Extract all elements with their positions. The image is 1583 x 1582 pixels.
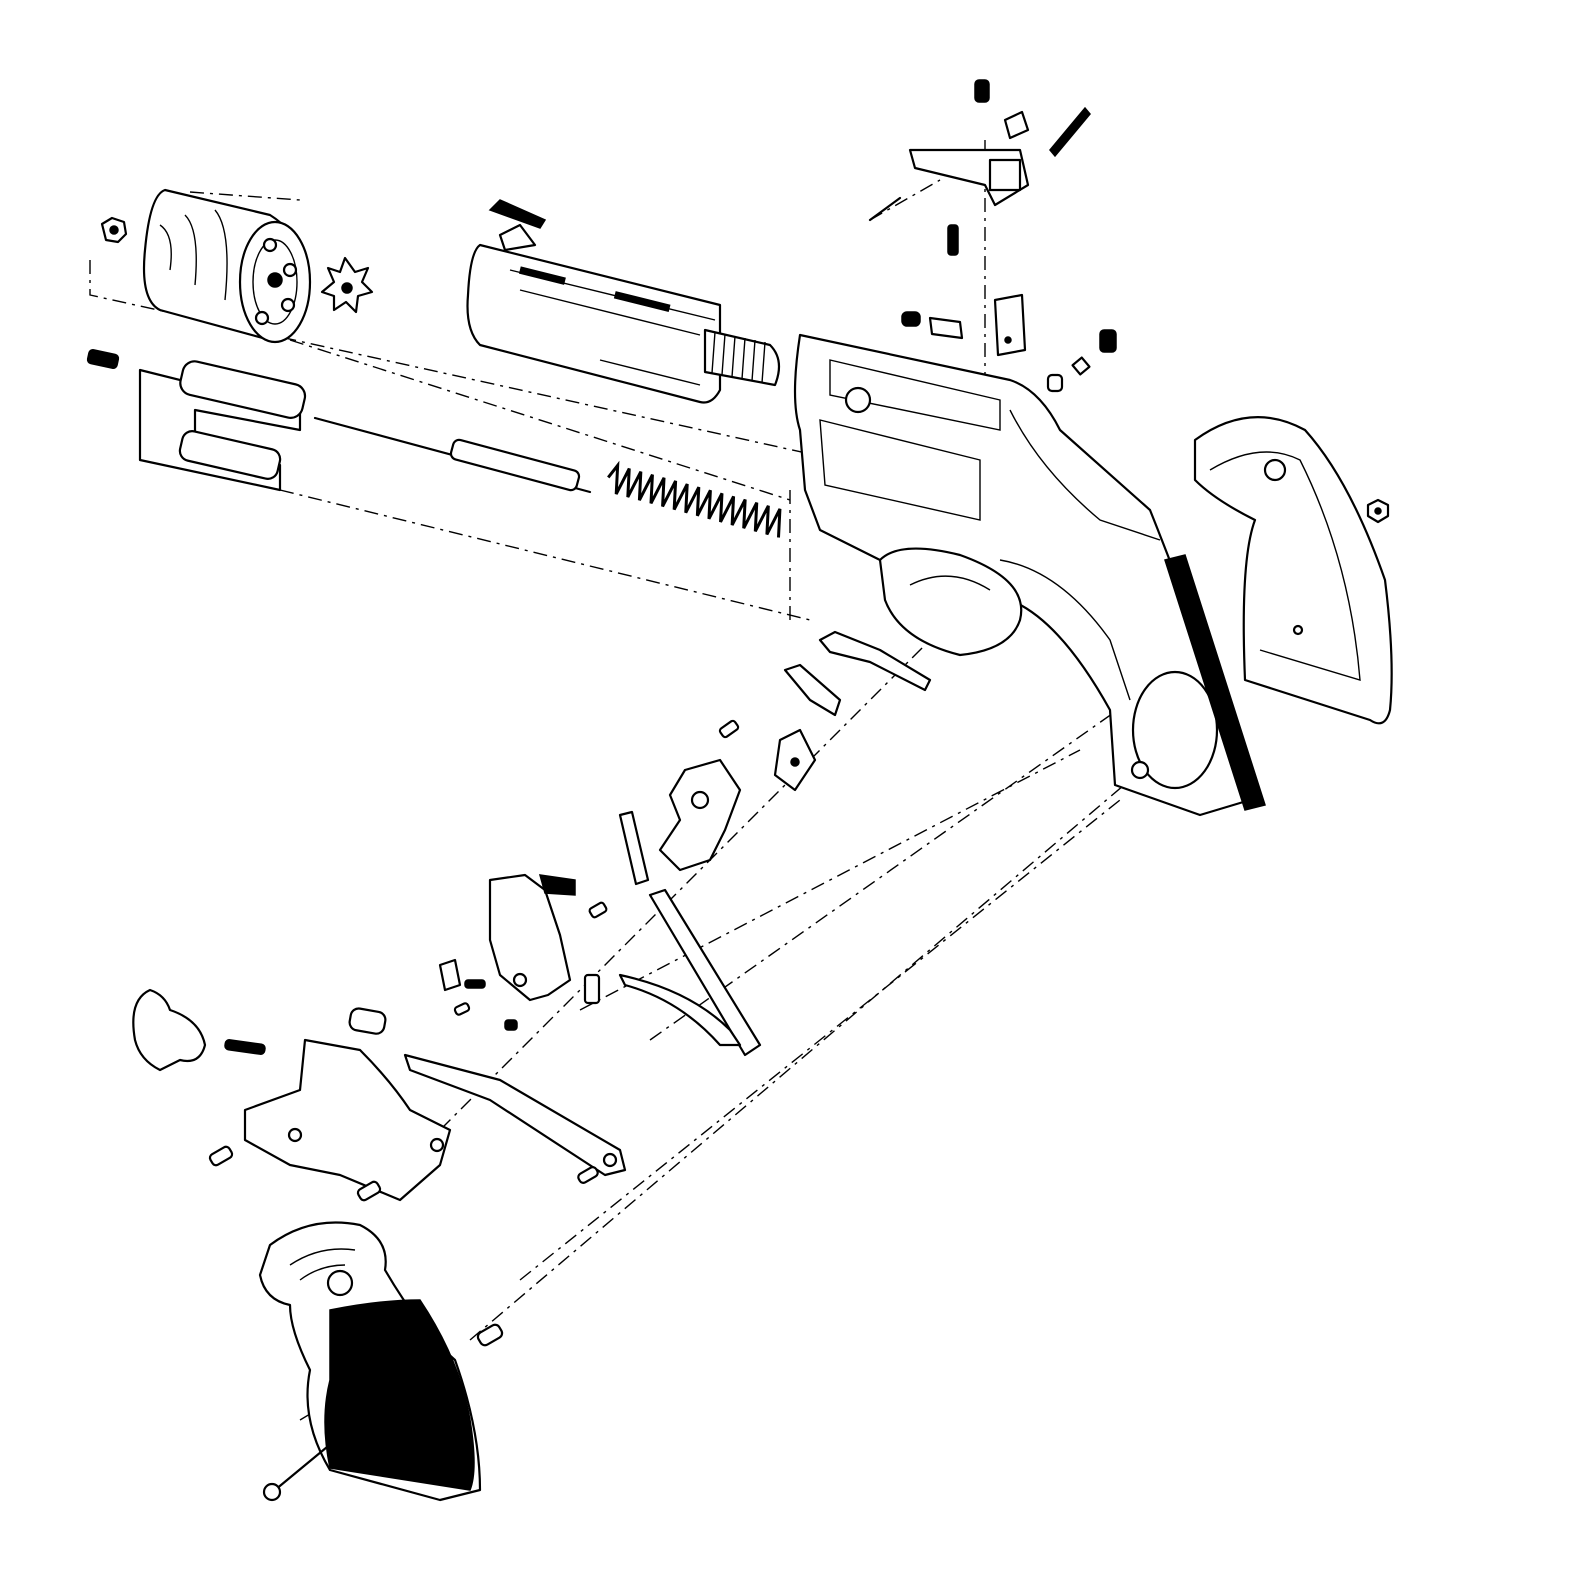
hand-spring-icon	[818, 630, 932, 692]
plunger-spring-icon	[1046, 329, 1117, 393]
ejector-spring-icon	[607, 460, 782, 538]
ejector-rod-icon	[313, 416, 592, 494]
ejector-rod-head-icon	[86, 349, 120, 369]
sight-plate-icon	[993, 293, 1027, 357]
trigger-spring-icon	[438, 958, 486, 992]
firing-pin-icon	[901, 311, 964, 340]
trigger-guard-icon	[878, 547, 1023, 657]
lower-left-parts	[132, 988, 627, 1202]
windage-pin-icon	[868, 196, 902, 222]
latch-bolt-icon	[348, 1007, 387, 1035]
right-grip-icon	[1193, 416, 1393, 725]
side-plate-screw-icon	[208, 1145, 599, 1202]
sight-spring-icon	[947, 224, 959, 256]
trigger-icon	[488, 873, 576, 1002]
hammer-icon	[658, 758, 742, 872]
trigger-bar-icon	[403, 1053, 627, 1177]
latch-spring-icon	[224, 1039, 266, 1055]
ejector-housing-icon	[138, 360, 307, 492]
hammer-spur-icon	[132, 988, 207, 1072]
elevation-screw-icon	[1049, 106, 1091, 158]
bolt-icon	[783, 663, 842, 717]
barrel-assembly	[466, 199, 781, 404]
left-grip-icon	[258, 1221, 482, 1502]
grip-screw-nut-icon	[1366, 498, 1390, 524]
lockwork-parts	[438, 630, 932, 1057]
small-pin-icon	[453, 901, 608, 1031]
cylinder-stop-icon	[618, 810, 650, 886]
cylinder-assembly	[100, 188, 374, 344]
front-sight-icon	[488, 199, 547, 252]
frame-icon	[793, 333, 1266, 817]
rear-sight-assembly	[868, 79, 1117, 393]
grip-screw-icon	[262, 1393, 392, 1502]
barrel-thread-icon	[703, 328, 781, 387]
sight-clip-icon	[1003, 110, 1030, 140]
hammer-spring-icon	[718, 719, 740, 739]
cylinder-icon	[142, 188, 312, 344]
cylinder-hand-icon	[773, 728, 817, 792]
sight-screw-top-icon	[974, 79, 990, 103]
grip-ferrule-icon	[476, 1323, 504, 1347]
rear-sight-blade-icon	[908, 148, 1030, 207]
barrel-icon	[466, 243, 722, 404]
cylinder-nut-icon	[100, 216, 128, 244]
ratchet-star-icon	[320, 256, 374, 314]
ejector-assembly	[86, 349, 782, 538]
mainspring-strut-icon	[618, 888, 762, 1057]
